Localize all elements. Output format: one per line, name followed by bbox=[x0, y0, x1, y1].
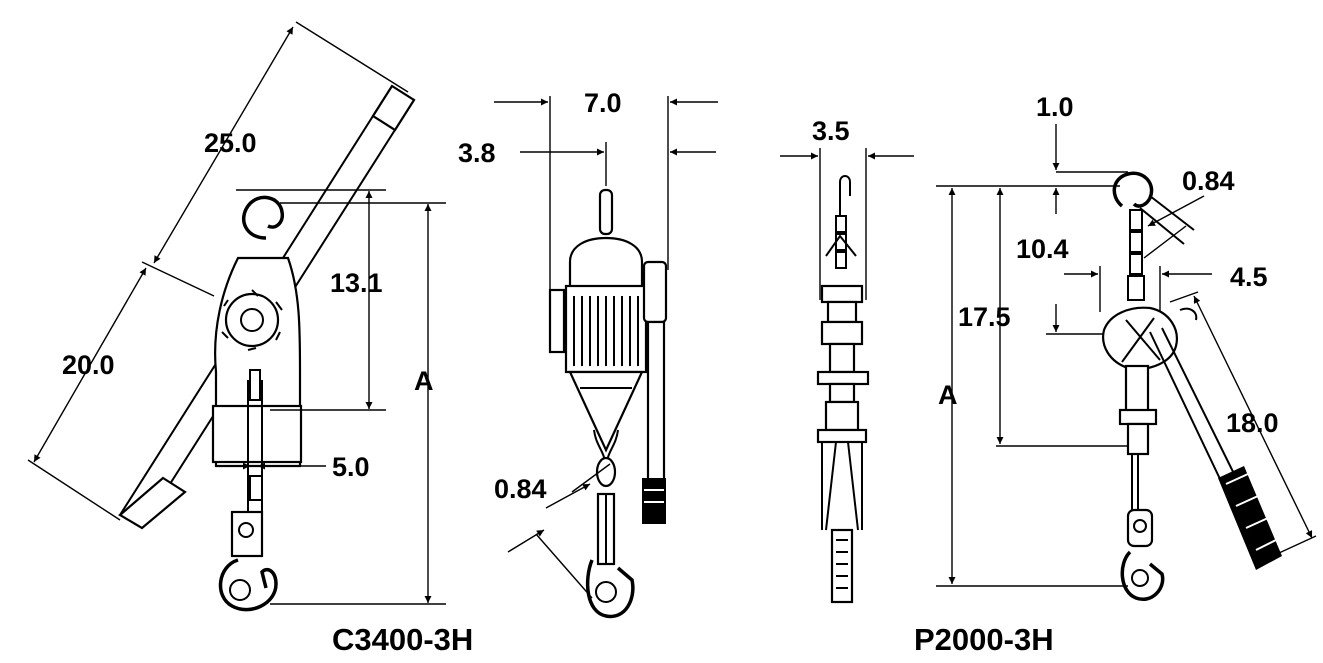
c3400-handle-length-label: 25.0 bbox=[204, 128, 257, 158]
p2000-side-width-label: 4.5 bbox=[1230, 262, 1268, 292]
front-bottom-hook bbox=[585, 559, 635, 619]
c3400-hook-offset-label: 5.0 bbox=[332, 452, 370, 482]
p2000-bottom-hook bbox=[1120, 508, 1165, 602]
c3400-gear-wheel bbox=[221, 289, 283, 351]
p2000-dim-handle-length bbox=[1169, 291, 1317, 559]
p2000-front-dim-width bbox=[780, 148, 914, 300]
p2000-dim-chain bbox=[1143, 195, 1205, 259]
p2000-front-grip bbox=[825, 441, 859, 604]
p2000-caption: P2000-3H bbox=[914, 622, 1054, 657]
p2000-dim-upper-height bbox=[1046, 185, 1120, 335]
front-housing bbox=[548, 236, 648, 453]
front-dim-offset bbox=[520, 142, 716, 186]
c3400-dim-headroom bbox=[236, 189, 386, 411]
c3400-dim-reach bbox=[27, 267, 147, 521]
p2000-front-frame bbox=[816, 234, 870, 530]
p2000-chain-label: 0.84 bbox=[1182, 166, 1235, 196]
front-top-eye bbox=[598, 188, 614, 236]
p2000-dim-top-offset bbox=[1052, 124, 1128, 173]
c3400-top-hook bbox=[242, 195, 285, 240]
p2000-handle-length-label: 18.0 bbox=[1226, 408, 1279, 438]
front-dim-width bbox=[494, 96, 718, 290]
p2000-height-label: A bbox=[938, 380, 958, 410]
p2000-mid-height-label: 17.5 bbox=[958, 302, 1011, 332]
front-width-label: 7.0 bbox=[584, 88, 622, 118]
c3400-bottom-hook bbox=[218, 558, 278, 612]
c3400-caption: C3400-3H bbox=[332, 622, 473, 657]
front-view: 7.0 3.8 0.84 bbox=[458, 88, 718, 619]
p2000-dim-side-width bbox=[1064, 266, 1212, 312]
c3400-chain bbox=[247, 369, 263, 520]
c3400-side-view: 25.0 20.0 13.1 A 5.0 C3400-3H bbox=[27, 21, 473, 657]
front-chain bbox=[593, 429, 619, 566]
front-offset-label: 3.8 bbox=[458, 138, 496, 168]
p2000-body bbox=[1102, 306, 1178, 510]
p2000-top-hook bbox=[1112, 171, 1154, 208]
p2000-front-top-hook bbox=[839, 175, 851, 216]
p2000-top-offset-label: 1.0 bbox=[1036, 92, 1074, 122]
front-handle-tube bbox=[642, 260, 668, 524]
c3400-headroom-label: 13.1 bbox=[330, 268, 383, 298]
c3400-reach-label: 20.0 bbox=[62, 350, 115, 380]
p2000-dim-height bbox=[936, 185, 1128, 587]
p2000-upper-height-label: 10.4 bbox=[1016, 234, 1069, 264]
p2000-front-view: 3.5 bbox=[780, 116, 914, 604]
c3400-side-plate bbox=[211, 404, 303, 464]
c3400-dim-height bbox=[270, 202, 446, 605]
c3400-hook-block bbox=[230, 510, 264, 558]
p2000-dim-mid-height bbox=[996, 188, 1128, 447]
p2000-side-view: 1.0 0.84 10.4 4.5 17.5 A 18.0 P2000-3H bbox=[914, 92, 1317, 657]
p2000-chain bbox=[1127, 209, 1145, 301]
c3400-height-label: A bbox=[414, 366, 434, 396]
front-dim-chain bbox=[507, 463, 611, 599]
front-chain-label: 0.84 bbox=[494, 474, 547, 504]
c3400-dim-handle-length bbox=[141, 21, 409, 297]
p2000-front-width-label: 3.5 bbox=[812, 116, 850, 146]
